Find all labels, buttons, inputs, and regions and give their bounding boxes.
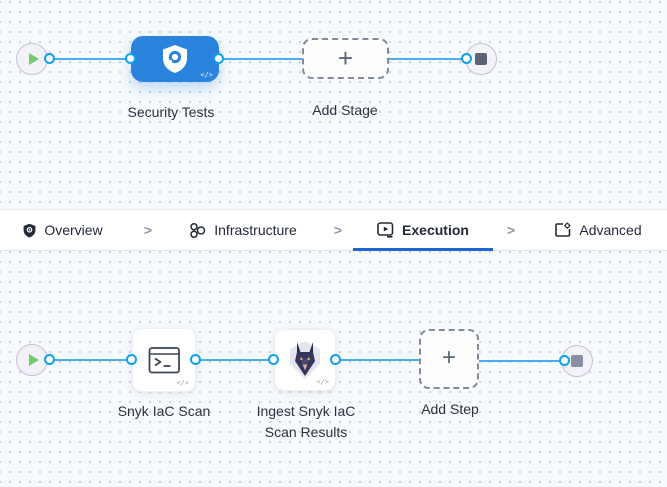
tab-label: Advanced [579, 222, 642, 238]
edge-line [196, 359, 274, 361]
tab-label: Infrastructure [214, 222, 297, 238]
edge-line [479, 360, 565, 362]
tab-infrastructure[interactable]: Infrastructure [183, 210, 303, 250]
connector-port [190, 354, 201, 365]
connector-port [125, 53, 136, 64]
step-label: Ingest Snyk IaC Scan Results [256, 403, 356, 440]
advanced-icon [554, 222, 571, 238]
play-icon [28, 354, 39, 366]
chevron-right-icon: > [143, 222, 153, 238]
connector-port [213, 53, 224, 64]
snyk-icon [287, 340, 323, 380]
connector-port [461, 53, 472, 64]
chevron-right-icon: > [333, 222, 343, 238]
code-icon: </> [316, 378, 329, 386]
edge-line [336, 359, 419, 361]
connector-port [44, 354, 55, 365]
tab-advanced[interactable]: Advanced [538, 210, 658, 250]
connector-port [44, 53, 55, 64]
stop-icon [571, 355, 583, 367]
tab-label: Overview [44, 222, 103, 238]
terminal-icon [148, 346, 181, 375]
edge-line [219, 58, 302, 60]
stage-label: Security Tests [127, 104, 215, 120]
shield-icon [23, 223, 36, 238]
add-step-button[interactable]: + [419, 329, 479, 389]
edge-line [389, 58, 467, 60]
execution-icon [377, 222, 394, 238]
connector-port [268, 354, 279, 365]
connector-port [330, 354, 341, 365]
add-stage-label: Add Stage [312, 102, 378, 118]
tab-execution[interactable]: Execution [353, 210, 493, 250]
edge-line [49, 359, 132, 361]
connector-port [559, 355, 570, 366]
step-card-snyk-iac-scan[interactable]: </> [132, 328, 196, 392]
step-start-node [16, 344, 48, 376]
code-icon: </> [200, 71, 213, 79]
add-stage-button[interactable]: + [302, 38, 389, 79]
stage-tab-bar: Overview > Infrastructure > [0, 209, 667, 251]
chevron-right-icon: > [506, 222, 516, 238]
stop-icon [475, 53, 487, 65]
code-icon: </> [176, 379, 189, 387]
active-tab-underline [353, 248, 493, 251]
step-label: Snyk IaC Scan [117, 403, 211, 419]
play-icon [28, 53, 39, 65]
infrastructure-icon [189, 222, 206, 239]
tab-overview[interactable]: Overview [8, 210, 118, 250]
shield-scan-icon [161, 44, 189, 74]
stage-node-security-tests[interactable]: </> [131, 36, 219, 82]
edge-line [49, 58, 131, 60]
plus-icon: + [337, 42, 354, 73]
connector-port [126, 354, 137, 365]
plus-icon: + [441, 344, 456, 371]
add-step-label: Add Step [421, 401, 479, 417]
tab-label: Execution [402, 222, 469, 238]
step-card-ingest-snyk-results[interactable]: </> [274, 329, 336, 391]
